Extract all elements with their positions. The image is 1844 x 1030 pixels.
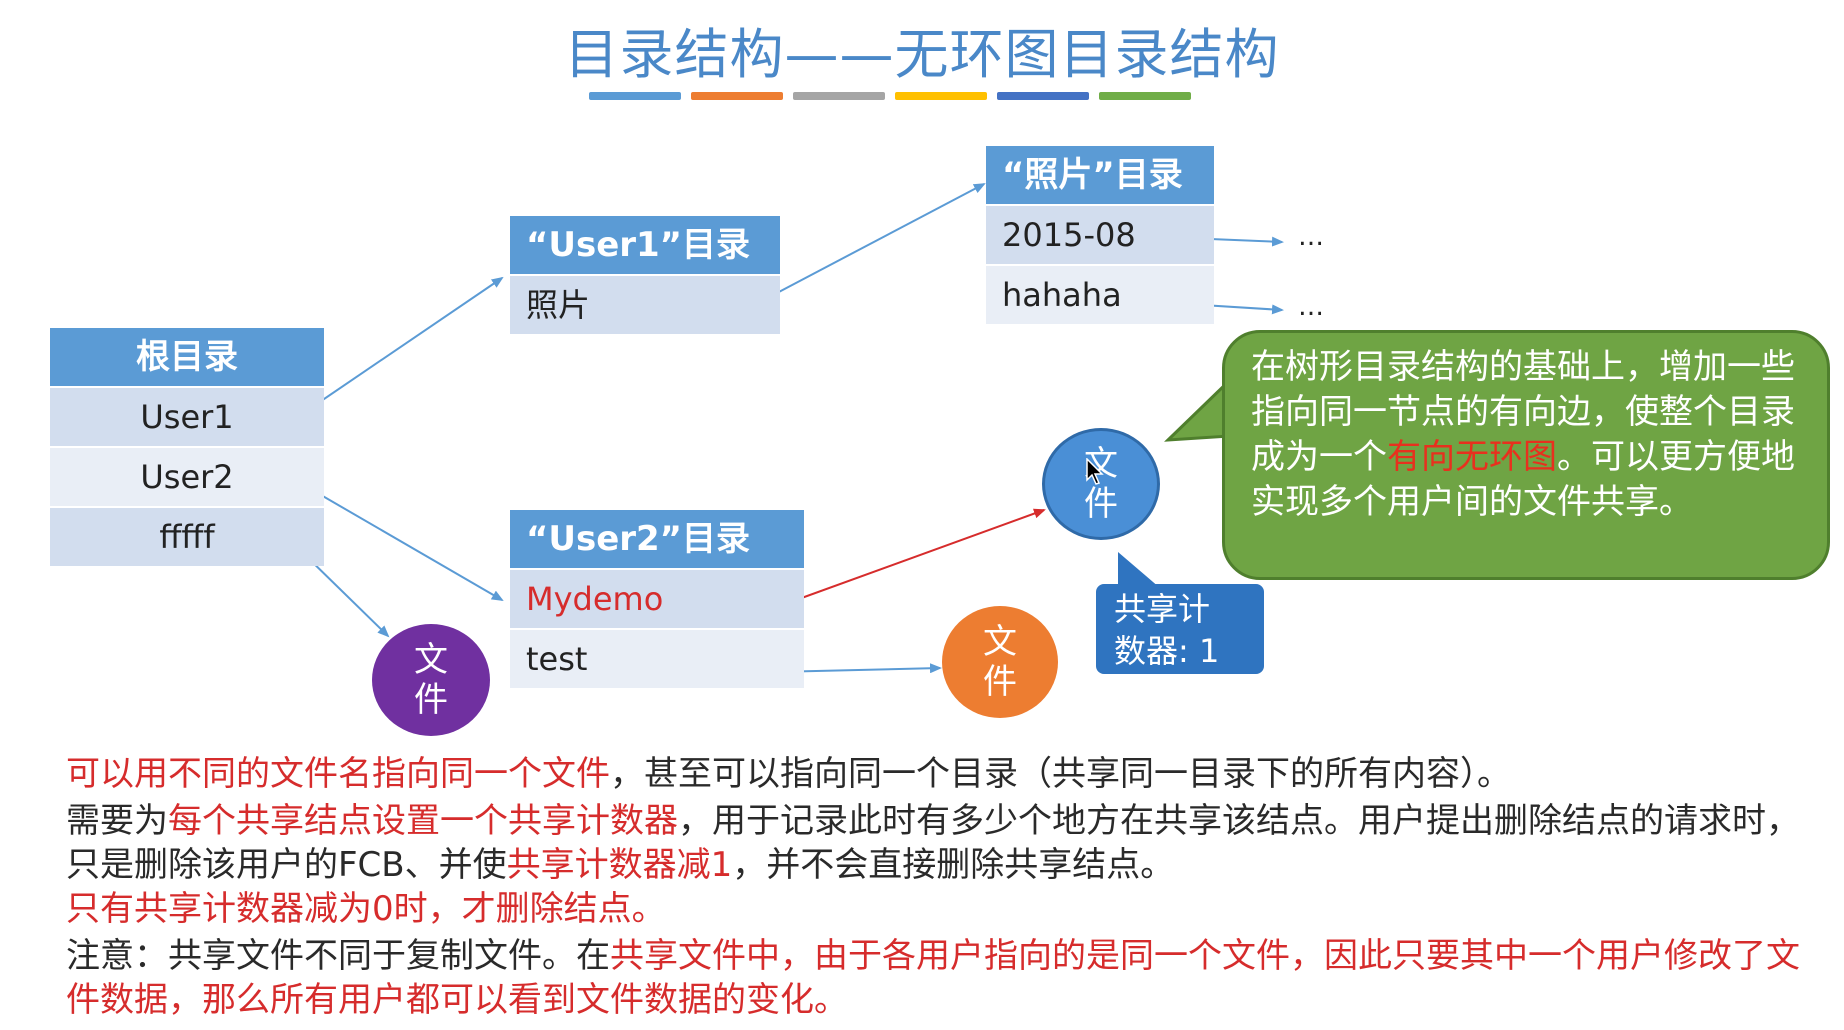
note-line-4: 注意：共享文件不同于复制文件。在共享文件中，由于各用户指向的是同一个文件，因此只… xyxy=(66,934,1806,1022)
bubble-text-1: 在树形目录结构的基础上，增加一些指向同一节点的有向边，使整个目录成为一个 xyxy=(1251,347,1795,477)
file-node-orange-char1: 文 xyxy=(983,622,1017,662)
photo-directory-header: “照片”目录 xyxy=(986,146,1214,204)
share-counter-line1: 共享计 xyxy=(1114,590,1211,628)
title-bar-4 xyxy=(895,92,987,100)
share-counter-line2: 数器: 1 xyxy=(1114,632,1220,670)
photo-entry-hahaha: hahaha xyxy=(986,264,1214,324)
user2-entry-mydemo: Mydemo xyxy=(510,568,804,628)
note-1-red: 可以用不同的文件名指向同一个文件 xyxy=(66,754,610,794)
note-1-rest: ，甚至可以指向同一个目录（共享同一目录下的所有内容）。 xyxy=(610,754,1511,794)
root-directory: 根目录 User1 User2 fffff xyxy=(50,328,324,566)
bubble-text-2: 。可以更方便地实现多个用户间的文件共享。 xyxy=(1251,437,1795,522)
note-2-red2: 共享计数器减1 xyxy=(506,845,733,885)
arrow-user2-to-user2-dir xyxy=(301,483,504,602)
share-counter-callout: 共享计 数器: 1 xyxy=(1096,584,1264,674)
ellipsis-hahaha: … xyxy=(1298,292,1324,322)
arrow-user1-to-user1-dir xyxy=(301,276,504,415)
counter-tail xyxy=(1118,552,1160,588)
root-entry-fffff: fffff xyxy=(50,506,324,566)
arrow-photo-to-photo-dir xyxy=(755,183,986,305)
arrow-fffff-to-purple-file xyxy=(301,551,390,638)
note-2-b: ，用于记录此时有多少个地方在共享该结点。用户提出删除结点的请求时，只是删除该用户… xyxy=(66,801,1800,885)
ellipsis-2015-08: … xyxy=(1298,222,1324,252)
title-underline-bars xyxy=(589,92,1191,100)
file-node-orange: 文 件 xyxy=(942,606,1058,718)
user1-directory-header: “User1”目录 xyxy=(510,216,780,274)
note-line-2: 需要为每个共享结点设置一个共享计数器，用于记录此时有多少个地方在共享该结点。用户… xyxy=(66,799,1806,887)
user1-directory: “User1”目录 照片 xyxy=(510,216,780,334)
arrow-mydemo-to-shared-file xyxy=(773,508,1046,609)
photo-entry-2015-08: 2015-08 xyxy=(986,204,1214,264)
note-2-a: 需要为 xyxy=(66,801,168,841)
title-bar-1 xyxy=(589,92,681,100)
file-node-orange-char2: 件 xyxy=(983,662,1017,702)
note-2-c: ，并不会直接删除共享结点。 xyxy=(732,845,1175,885)
explanation-bubble: 在树形目录结构的基础上，增加一些指向同一节点的有向边，使整个目录成为一个有向无环… xyxy=(1222,330,1830,580)
root-entry-user2: User2 xyxy=(50,446,324,506)
title-bar-5 xyxy=(997,92,1089,100)
note-4-a: 注意：共享文件不同于复制文件。在 xyxy=(66,936,610,976)
photo-directory: “照片”目录 2015-08 hahaha xyxy=(986,146,1214,324)
note-line-3: 只有共享计数器减为0时，才删除结点。 xyxy=(66,889,666,929)
title-bar-6 xyxy=(1099,92,1191,100)
page-title: 目录结构——无环图目录结构 xyxy=(564,23,1280,86)
title-bar-3 xyxy=(793,92,885,100)
file-node-shared-char2: 件 xyxy=(1084,484,1118,524)
mouse-cursor-icon xyxy=(1086,458,1104,485)
file-node-purple: 文 件 xyxy=(372,624,490,736)
user2-directory: “User2”目录 Mydemo test xyxy=(510,510,804,688)
note-line-1: 可以用不同的文件名指向同一个文件，甚至可以指向同一个目录（共享同一目录下的所有内… xyxy=(66,752,1806,796)
user2-entry-test: test xyxy=(510,628,804,688)
bubble-highlight: 有向无环图 xyxy=(1387,437,1557,477)
note-4-red: 共享文件中，由于各用户指向的是同一个文件，因此只要其中一个用户修改了文件数据，那… xyxy=(66,936,1800,1020)
user2-directory-header: “User2”目录 xyxy=(510,510,804,568)
file-node-purple-char1: 文 xyxy=(414,640,448,680)
file-node-purple-char2: 件 xyxy=(414,680,448,720)
user1-entry-photo: 照片 xyxy=(510,274,780,334)
note-2-red: 每个共享结点设置一个共享计数器 xyxy=(168,801,678,841)
bubble-tail xyxy=(1164,376,1232,442)
root-directory-header: 根目录 xyxy=(50,328,324,386)
root-entry-user1: User1 xyxy=(50,386,324,446)
notes-section: 可以用不同的文件名指向同一个文件，甚至可以指向同一个目录（共享同一目录下的所有内… xyxy=(66,752,1806,1022)
title-bar-2 xyxy=(691,92,783,100)
